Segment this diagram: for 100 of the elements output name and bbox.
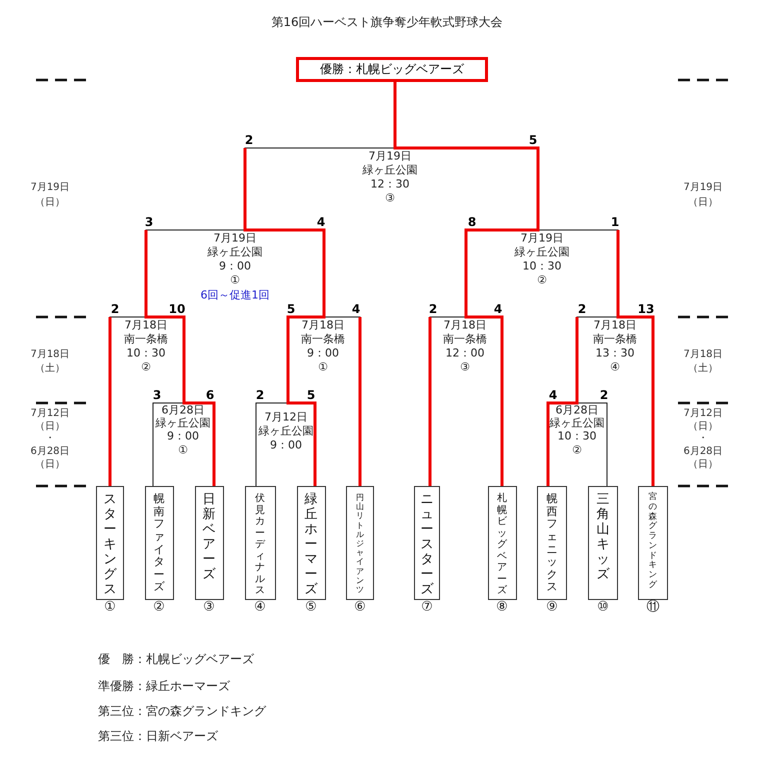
seed-number: ④ <box>254 600 266 614</box>
match-info-text: ① <box>178 444 188 456</box>
team-box <box>194 486 224 600</box>
team-box <box>346 486 374 600</box>
seed-number: ⑪ <box>646 600 660 614</box>
seed-number: ③ <box>203 600 215 614</box>
score-label: 2 <box>428 303 438 315</box>
team-name: 幌西フェニックス <box>546 493 558 594</box>
date-label: （日） <box>688 460 718 470</box>
match-info-text: 南一条橋 <box>443 334 487 344</box>
match-info-text: 10：30 <box>558 430 596 442</box>
match-info-text: 南一条橋 <box>593 334 637 344</box>
date-label: （土） <box>35 364 65 374</box>
score-label: 2 <box>256 389 264 401</box>
match-info-text: ② <box>141 362 151 372</box>
team-name: 札幌ビッグベアーズ <box>496 493 508 596</box>
score-label: 8 <box>468 216 476 228</box>
match-info-text: 南一条橋 <box>301 334 345 344</box>
result-text: 優 勝：札幌ビッグベアーズ <box>98 653 254 665</box>
match-info-text: 9：00 <box>167 430 199 442</box>
date-label: 7月12日 <box>683 409 723 419</box>
score-label: 2 <box>578 303 586 315</box>
match-info-text: 緑ヶ丘公園 <box>156 418 210 428</box>
date-label: 6月28日 <box>683 447 723 457</box>
date-label: 6月28日 <box>30 447 70 457</box>
date-label: ・ <box>45 434 55 444</box>
team-name: 幌南ファイターズ <box>153 493 165 594</box>
score-label: 5 <box>286 303 296 315</box>
match-info-text: 緑ヶ丘公園 <box>208 246 262 258</box>
match-info-text: ① <box>318 362 328 372</box>
result-text: 準優勝：緑丘ホーマーズ <box>98 680 230 692</box>
match-info-text: ③ <box>460 362 470 372</box>
match-info-text: 12：30 <box>370 178 410 190</box>
score-label: 5 <box>306 389 316 401</box>
team-name: 円山リトルジャイアンツ <box>356 493 364 594</box>
team-box <box>244 486 276 600</box>
match-info-text: 13：30 <box>596 348 634 358</box>
match-info-text: 7月19日 <box>214 232 256 244</box>
match-info-text: 緑ヶ丘公園 <box>550 418 604 428</box>
match-info-text: 7月12日 <box>264 412 308 422</box>
date-label: ・ <box>698 434 708 444</box>
match-info-text: 12：00 <box>446 348 484 358</box>
score-label: 1 <box>610 216 620 228</box>
score-label: 4 <box>548 389 558 401</box>
seed-number: ② <box>153 600 165 614</box>
score-label: 2 <box>110 303 120 315</box>
team-box <box>96 486 124 600</box>
score-label: 2 <box>244 134 254 146</box>
match-info-text: 10：30 <box>522 260 562 272</box>
seed-number: ⑨ <box>546 600 558 614</box>
match-info-text: 9：00 <box>270 440 302 450</box>
date-label: （日） <box>35 422 65 432</box>
score-label: 2 <box>600 389 608 401</box>
date-label: 7月18日 <box>683 350 723 360</box>
date-label: 7月12日 <box>30 409 70 419</box>
match-info-text: ① <box>230 274 240 286</box>
match-info-text: 7月18日 <box>302 320 344 330</box>
seed-number: ⑩ <box>597 600 609 614</box>
seed-number: ⑤ <box>305 600 317 614</box>
team-box <box>638 486 668 600</box>
team-name: 緑丘ホーマーズ <box>304 493 318 598</box>
team-name: 宮の森グランドキング <box>648 493 658 591</box>
date-label: （日） <box>688 198 718 208</box>
seed-number: ⑦ <box>421 600 433 614</box>
match-info-text: 9：00 <box>307 348 339 358</box>
match-info-text: ② <box>537 274 547 286</box>
team-box <box>588 486 618 600</box>
match-info-text: 南一条橋 <box>124 334 168 344</box>
match-info-text: ④ <box>610 362 620 372</box>
match-info-text: 7月19日 <box>520 232 564 244</box>
date-label: （日） <box>35 460 65 470</box>
match-info-text: 緑ヶ丘公園 <box>362 164 418 176</box>
score-label: 5 <box>528 134 538 146</box>
team-box <box>488 486 516 600</box>
match-info-text: 9：00 <box>219 260 251 272</box>
winner-box: 優勝：札幌ビッグベアーズ <box>296 57 488 82</box>
match-info-text: 7月18日 <box>124 320 168 330</box>
score-label: 4 <box>316 216 326 228</box>
team-name: ニュースターズ <box>420 493 434 598</box>
date-label: （土） <box>688 364 718 374</box>
result-text: 第三位：宮の森グランドキング <box>98 705 266 717</box>
match-info-text: 7月19日 <box>368 150 412 162</box>
match-info-text: 6月28日 <box>162 404 204 416</box>
seed-number: ⑥ <box>354 600 366 614</box>
seed-number: ① <box>104 600 116 614</box>
title: 第16回ハーベスト旗争奪少年軟式野球大会 <box>271 16 503 28</box>
team-name: スターキングス <box>103 493 117 598</box>
score-label: 13 <box>638 303 654 315</box>
score-label: 6 <box>206 389 214 401</box>
team-name: 日新ベアーズ <box>202 493 216 583</box>
note-text: 6回～促進1回 <box>200 290 270 300</box>
score-label: 3 <box>152 389 162 401</box>
team-name: 三角山キッズ <box>596 493 610 583</box>
score-label: 3 <box>144 216 154 228</box>
match-info-text: 7月18日 <box>594 320 636 330</box>
team-box <box>144 486 174 600</box>
team-box <box>537 486 567 600</box>
match-info-text: 6月28日 <box>556 404 598 416</box>
date-label: （日） <box>35 198 65 208</box>
seed-number: ⑧ <box>496 600 508 614</box>
